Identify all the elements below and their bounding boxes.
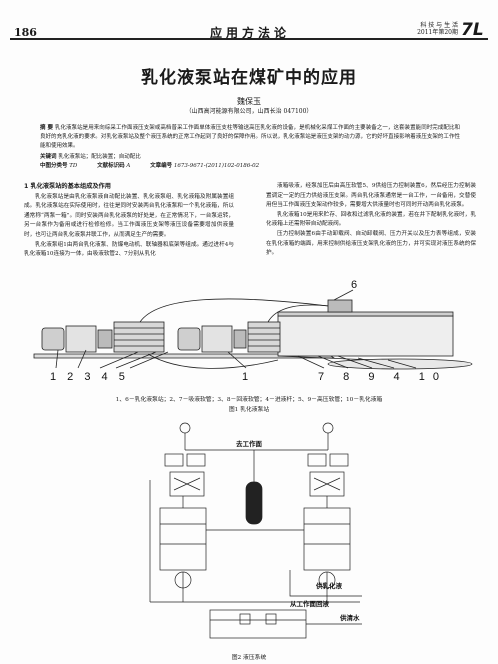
keywords: 关键词 乳化液泵站；配比装置；自动配比 xyxy=(40,152,460,160)
journal-info: 科 技 与 生 活 2011年第20期 xyxy=(412,22,458,36)
left-column: 1 乳化液泵站的基本组成及作用 乳化液泵站是由乳化液泵液自动配比装置、乳化液泵组… xyxy=(24,182,234,260)
abstract: 摘 要 乳化液泵站是用来向综采工作面液压支架或高档普采工作面单体液压支柱等输送高… xyxy=(40,124,460,151)
figure2-caption: 图2 液压系统 xyxy=(231,655,267,661)
figure1-caption: 图1 乳化液泵站 xyxy=(228,407,270,413)
section-heading: 1 乳化液泵站的基本组成及作用 xyxy=(24,183,111,190)
paragraph: 乳化液箱10是用来贮存、回收和过滤乳化液的装置，若在井下配制乳化液时，乳化液箱上… xyxy=(266,211,476,228)
figure-pump-station: 6 1 2 3 4 5 1 7 8 9 4 10 xyxy=(33,279,473,383)
article-meta: 中图分类号 TD 文献标识码 A 文章编号 1673-9671-(2011)10… xyxy=(40,161,460,169)
keywords-label: 关键词 xyxy=(40,154,57,160)
page-number: 186 xyxy=(14,26,37,39)
doc-code-label: 文献标识码 xyxy=(97,163,125,169)
doc-code-value: A xyxy=(126,163,131,169)
figure2-label-to-face: 去工作面 xyxy=(236,439,263,448)
clc-value: TD xyxy=(69,163,78,169)
paragraph: 压力控制装置6由手动卸载阀、自动卸载阀、压力开关以及压力表等组成，安装在乳化液箱… xyxy=(266,230,476,257)
figure1-numbers-right: 7 8 9 4 10 xyxy=(318,371,447,383)
figure1-numbers-left: 1 2 3 4 5 xyxy=(50,371,129,383)
figure1-callout-6: 6 xyxy=(351,279,357,291)
keywords-text: 乳化液泵站；配比装置；自动配比 xyxy=(58,154,141,160)
paragraph: 液箱吸液，经泵加压后由高压软管5、9供给压力控制装置6，然后经压力控制装置调定一… xyxy=(266,183,476,209)
journal-issue: 2011年第20期 xyxy=(417,29,458,36)
figure-hydraulic-system: 去工作面 供乳化液 从工作面回液 供清水 xyxy=(149,422,362,639)
article-title: 乳化液泵站在煤矿中的应用 xyxy=(141,68,357,88)
figure1-legend: 1、6－乳化液泵站；2、7－吸液软管；3、8－回液软管；4－进液杆；5、9－高压… xyxy=(115,397,383,403)
journal-logo: 7L xyxy=(461,20,484,40)
paragraph: 乳化液泵组1由两台乳化液泵、防爆电动机、联轴器和底架等组成。通过进杆4与乳化液箱… xyxy=(24,241,234,258)
abstract-label: 摘 要 xyxy=(40,125,54,131)
header-rule xyxy=(10,38,488,40)
article-no-value: 1673-9671-(2011)102-0186-02 xyxy=(173,163,260,169)
journal-name: 科 技 与 生 活 xyxy=(420,22,458,29)
paragraph: 乳化液泵站是由乳化液泵液自动配比装置、乳化液泵组、乳化液箱及附属装置组成。乳化液… xyxy=(24,193,234,238)
figure1-number-mid: 1 xyxy=(242,371,248,383)
article-no-label: 文章编号 xyxy=(150,163,173,169)
clc-label: 中图分类号 xyxy=(40,163,68,169)
right-column: 液箱吸液，经泵加压后由高压软管5、9供给压力控制装置6，然后经压力控制装置调定一… xyxy=(266,182,476,259)
section-title: 应用方法论 xyxy=(210,26,291,40)
figure2-label-water: 供清水 xyxy=(339,613,360,622)
abstract-text: 乳化液泵站是用来向综采工作面液压支架或高档普采工作面单体液压支柱等输送高压乳化液… xyxy=(40,125,461,149)
figure2-label-return: 从工作面回液 xyxy=(290,599,330,608)
author: 魏保玉 xyxy=(237,97,261,106)
affiliation: （山西高河能源有限公司，山西长治 047100） xyxy=(185,108,313,115)
figure2-label-emulsion: 供乳化液 xyxy=(315,581,343,590)
